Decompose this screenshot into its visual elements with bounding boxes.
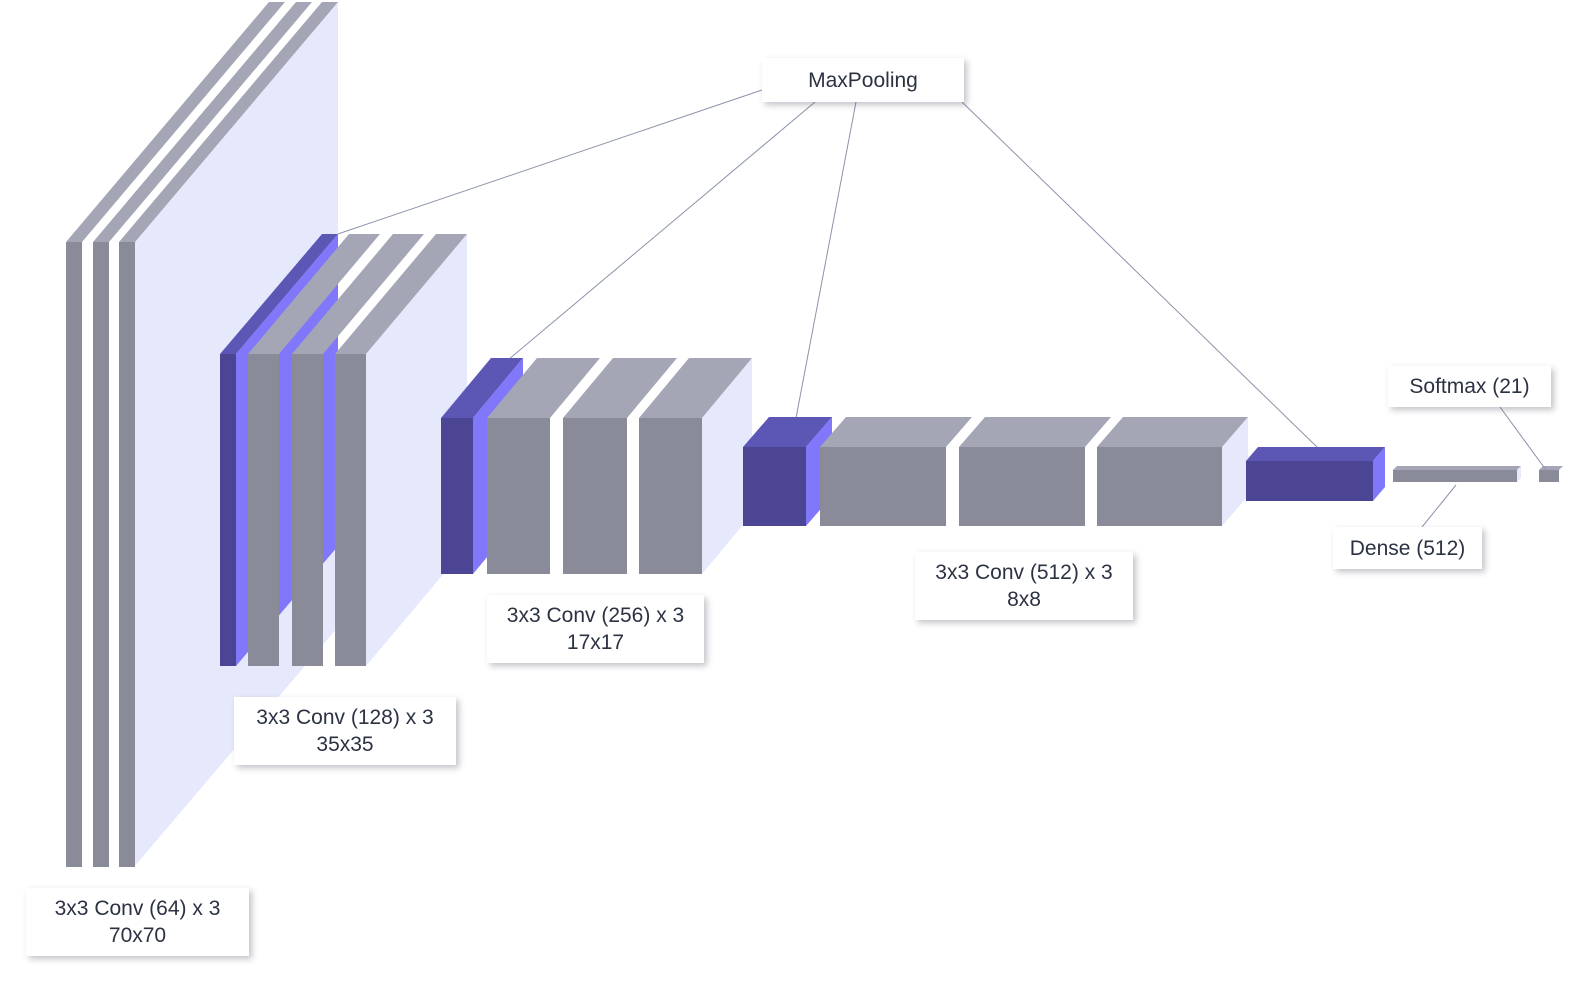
conv512-slab-3-top (1097, 417, 1248, 447)
conv256-slab-3-top (639, 358, 752, 418)
pool2-top (441, 358, 523, 418)
pool2-front (441, 418, 473, 574)
pool3-top (743, 417, 832, 447)
conv512-label-line1: 3x3 Conv (512) x 3 (935, 561, 1113, 584)
conv256-slab-1-top (487, 358, 600, 418)
small-connectors (1421, 406, 1547, 528)
conv128-slab-3-top (335, 234, 467, 354)
pool4-top (1246, 447, 1385, 461)
conv512-slab-3 (1097, 447, 1222, 526)
conv256-slab-3 (639, 418, 702, 574)
conv512-label: 3x3 Conv (512) x 3 8x8 (915, 552, 1133, 620)
conv256-slab-2-top (563, 358, 677, 418)
dense-label-text: Dense (512) (1349, 536, 1466, 560)
connector-pool-4 (961, 101, 1319, 449)
maxpooling-label-text: MaxPooling (808, 68, 918, 92)
conv512-block (743, 417, 1248, 526)
maxpooling-label: MaxPooling (762, 58, 964, 102)
pool4-front (1246, 461, 1373, 501)
conv512-panel (1222, 417, 1248, 526)
conv64-label: 3x3 Conv (64) x 3 70x70 (26, 888, 249, 956)
conv128-label-line1: 3x3 Conv (128) x 3 (256, 706, 434, 729)
conv128-label: 3x3 Conv (128) x 3 35x35 (234, 697, 456, 765)
softmax-top (1539, 466, 1563, 470)
conv256-slab-2 (563, 418, 627, 574)
conv128-slab-3 (335, 354, 366, 666)
conv64-slab-3 (119, 242, 135, 867)
conv128-slab-2-top (292, 234, 424, 354)
pool4-block (1246, 447, 1385, 501)
softmax-front (1539, 470, 1559, 482)
dense-side (1517, 466, 1521, 482)
conv256-panel (702, 358, 752, 574)
conv64-label-line2: 70x70 (108, 924, 167, 947)
conv512-slab-1-top (820, 417, 972, 447)
conv64-slab-1 (66, 242, 82, 867)
connector-dense (1421, 484, 1457, 528)
conv64-slab-3-top (119, 2, 338, 242)
connector-pool-2 (507, 101, 816, 361)
conv256-label-line2: 17x17 (566, 631, 625, 654)
dense-top (1393, 466, 1521, 470)
dense-front (1393, 470, 1517, 482)
connector-pool-1 (331, 89, 763, 237)
conv256-block (441, 358, 752, 574)
conv64-slab-2 (93, 242, 109, 867)
dense-layer (1393, 466, 1521, 482)
conv512-slab-2-top (959, 417, 1111, 447)
pool1-top (220, 234, 338, 354)
conv64-label-line1: 3x3 Conv (64) x 3 (54, 897, 221, 920)
conv128-slab-1-top (248, 234, 380, 354)
connector-softmax (1499, 406, 1547, 471)
softmax-label: Softmax (21) (1388, 366, 1551, 407)
maxpooling-connectors (331, 89, 1319, 449)
conv256-slab-1 (487, 418, 550, 574)
conv256-label: 3x3 Conv (256) x 3 17x17 (487, 595, 704, 663)
connector-pool-3 (795, 101, 857, 419)
conv64-slab-1-top (66, 2, 285, 242)
dense-label: Dense (512) (1333, 527, 1482, 569)
conv512-slab-2 (959, 447, 1085, 526)
conv512-slab-1 (820, 447, 946, 526)
conv128-label-line2: 35x35 (316, 733, 374, 756)
softmax-layer (1539, 466, 1563, 482)
conv128-block (220, 234, 467, 666)
conv128-slab-1 (248, 354, 279, 666)
softmax-label-text: Softmax (21) (1409, 375, 1530, 398)
pool1-front (220, 354, 236, 666)
pool3-front (743, 447, 806, 526)
conv128-slab-2 (292, 354, 323, 666)
conv256-label-line1: 3x3 Conv (256) x 3 (506, 604, 685, 627)
conv512-label-line2: 8x8 (1007, 588, 1041, 611)
pool4-side (1373, 447, 1385, 501)
conv64-slab-2-top (93, 2, 312, 242)
